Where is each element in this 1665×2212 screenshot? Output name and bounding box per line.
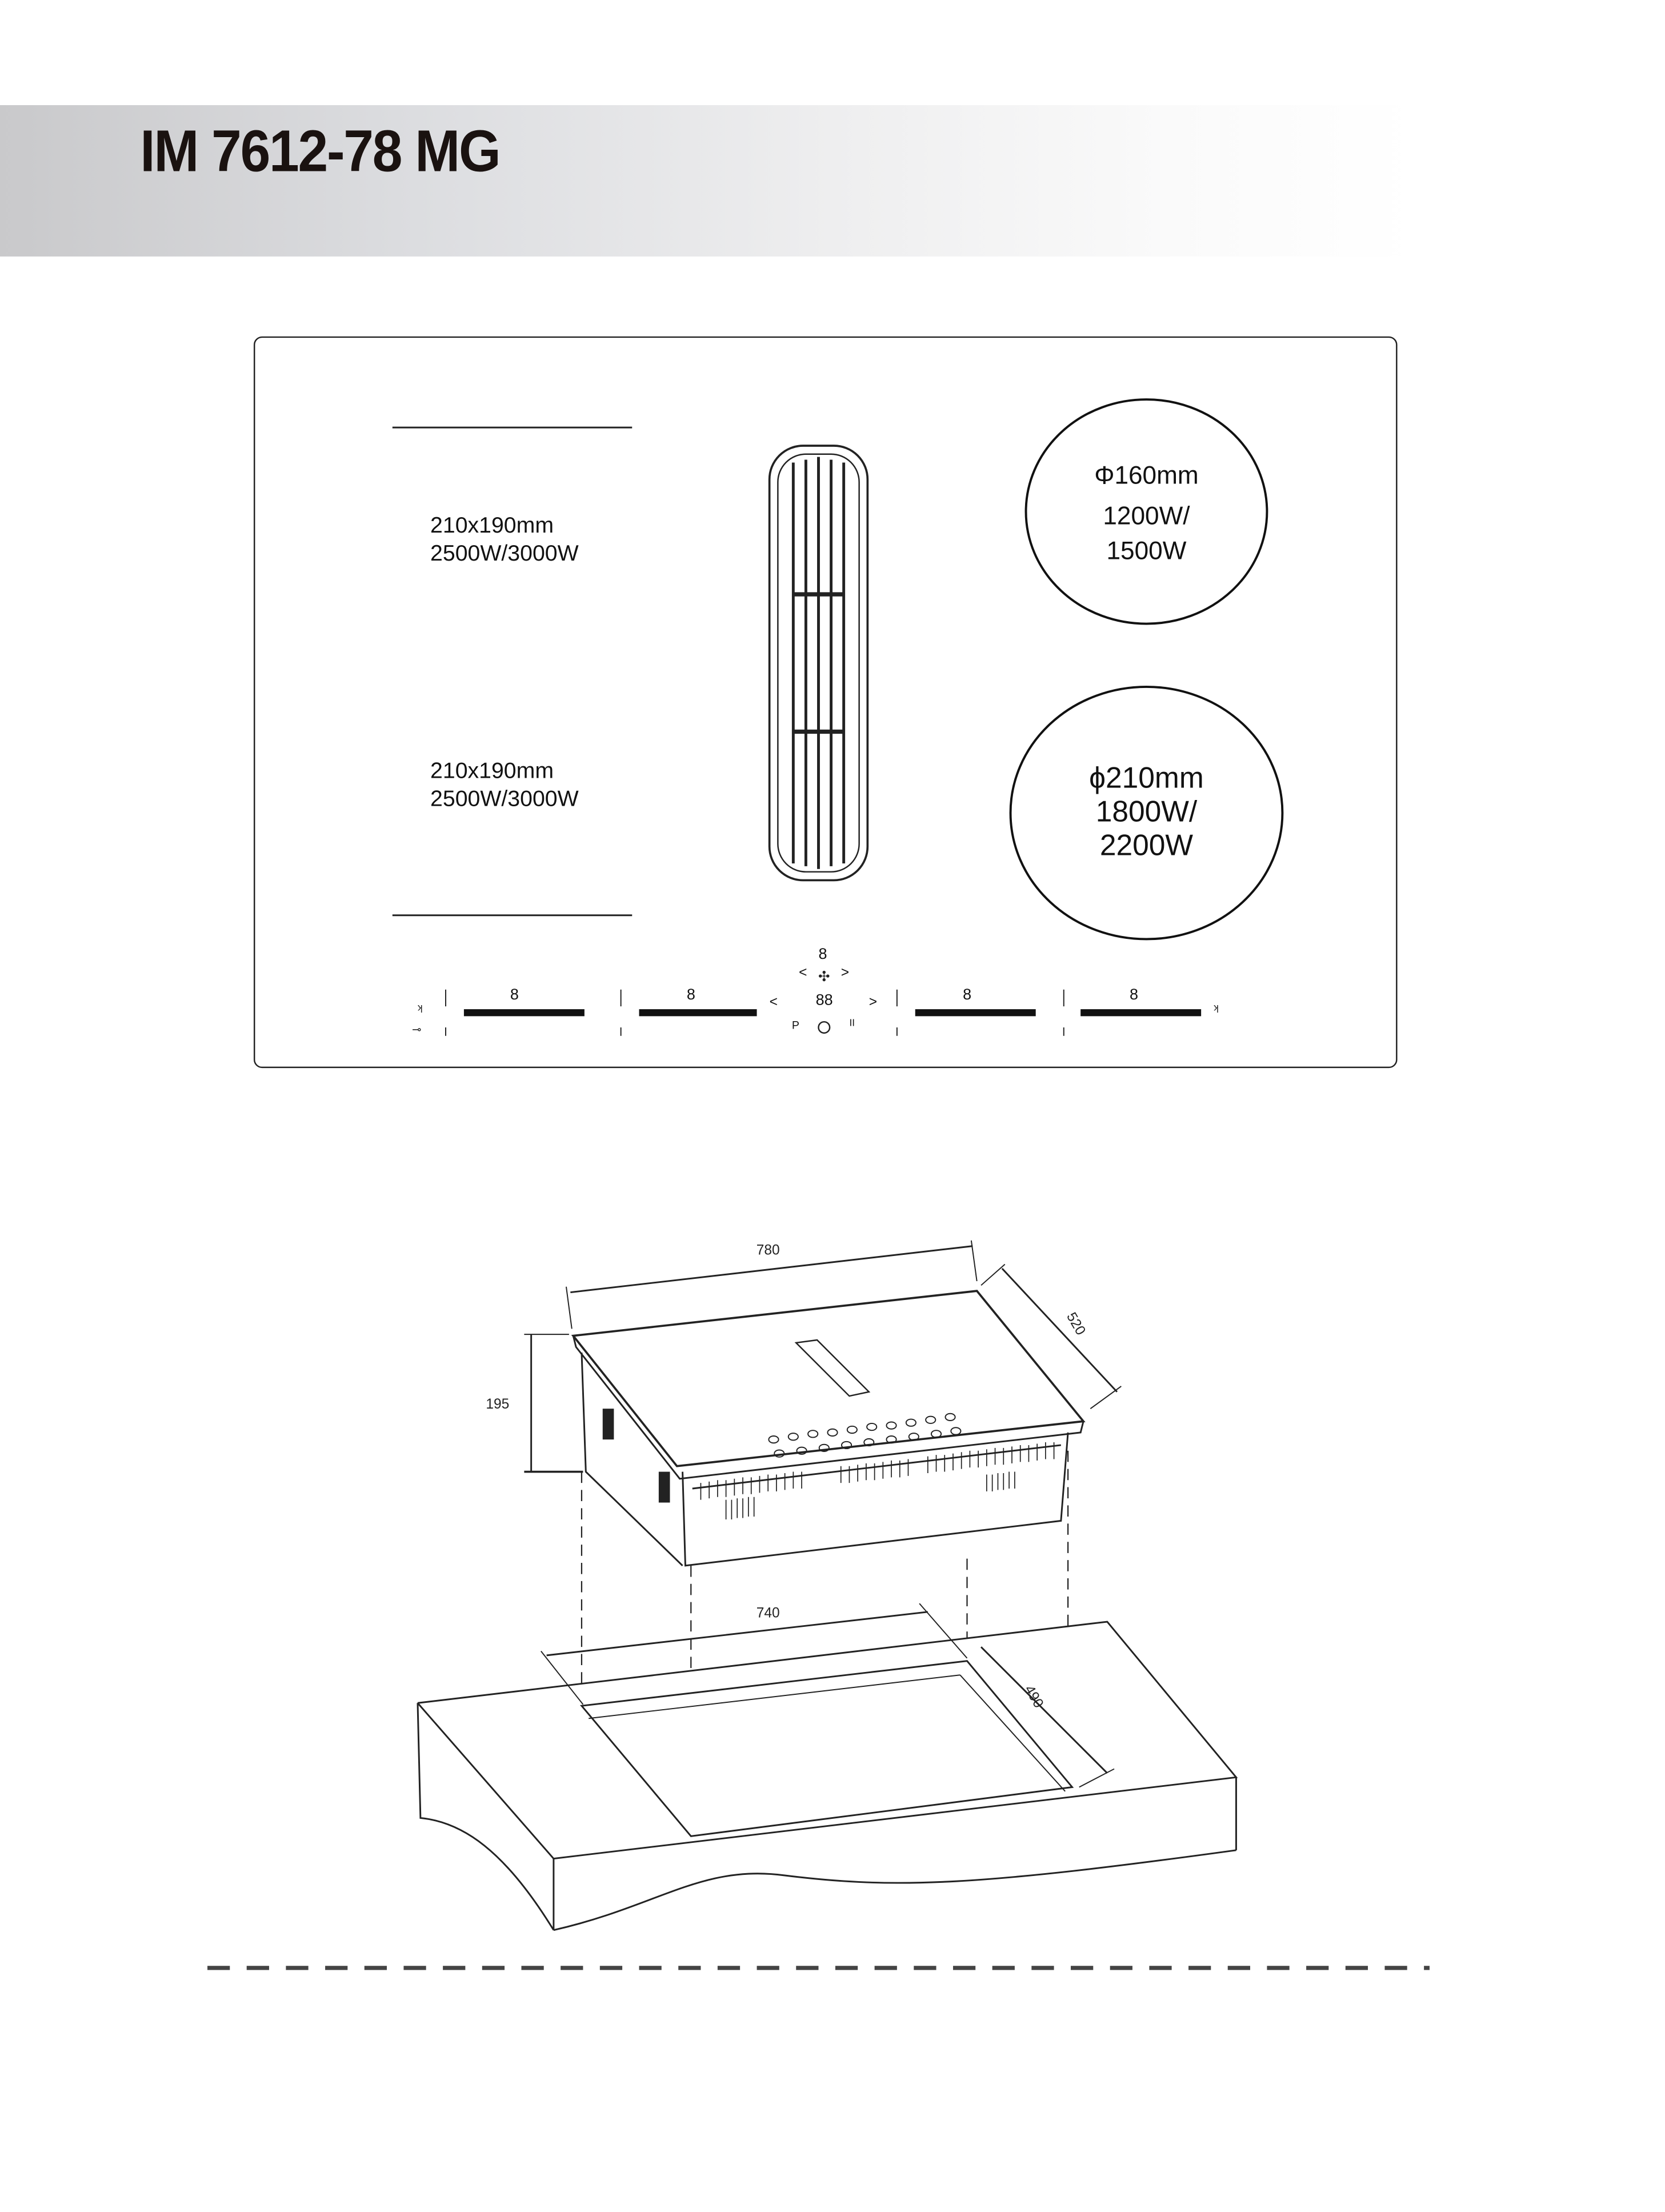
installation-drawing	[417, 1240, 1238, 1931]
zone-size: 210x190mm	[430, 514, 554, 538]
zone-power: 2500W/3000W	[430, 542, 579, 566]
timer-decrease-button[interactable]: <	[769, 995, 778, 1011]
downdraft-vent-icon	[768, 445, 869, 882]
fan-icon[interactable]: ✣	[818, 969, 830, 985]
dimension-depth: 520	[1063, 1310, 1088, 1338]
zone-large-circle	[1009, 685, 1284, 941]
flex-bridge-icon-right[interactable]: ʞ	[1214, 1002, 1219, 1013]
zone-display-4: 8	[1130, 986, 1139, 1004]
dimension-cutout-width: 740	[757, 1606, 780, 1621]
timer-increase-button[interactable]: >	[868, 995, 878, 1011]
header-band	[0, 105, 1665, 257]
boost-button[interactable]: P	[791, 1019, 799, 1032]
zone-power: 1200W/	[1103, 502, 1190, 530]
flex-bridge-icon-left[interactable]: ʞ	[418, 1002, 423, 1013]
zone-small-label: Φ160mm 1200W/ 1500W	[1034, 458, 1258, 569]
zone-display-2: 8	[686, 986, 695, 1004]
zone-size: Φ160mm	[1094, 461, 1199, 490]
zone-flex-bottom-label: 210x190mm 2500W/3000W	[430, 758, 579, 814]
zone-size: 210x190mm	[430, 759, 554, 784]
hood-decrease-button[interactable]: <	[799, 966, 807, 982]
power-slider-1[interactable]	[463, 1009, 585, 1017]
zone-size: ϕ210mm	[1089, 762, 1204, 795]
power-slider-2[interactable]	[639, 1009, 757, 1017]
lock-icon[interactable]: ⊸	[412, 1023, 421, 1036]
model-title: IM 7612-78 MG	[140, 118, 501, 184]
zone-large-label: ϕ210mm 1800W/ 2200W	[1020, 762, 1273, 863]
dimension-width: 780	[757, 1242, 780, 1258]
power-slider-4[interactable]	[1080, 1009, 1202, 1017]
hob-top-view	[253, 336, 1398, 1069]
control-panel: ✣ ʞ ʞ ⊸	[412, 969, 1219, 1036]
dimension-height: 195	[486, 1397, 509, 1412]
hood-display: 8	[818, 946, 827, 963]
zone-power: 2500W/3000W	[430, 787, 579, 812]
zone-small-circle	[1024, 398, 1268, 625]
timer-display: 88	[815, 992, 833, 1010]
heat-level-icons	[445, 989, 1064, 1036]
zone-display-3: 8	[963, 986, 972, 1004]
power-slider-3[interactable]	[915, 1009, 1036, 1017]
zone-display-1: 8	[510, 986, 519, 1004]
zone-flex-top-label: 210x190mm 2500W/3000W	[430, 513, 579, 569]
zone-power: 1800W/	[1095, 796, 1198, 829]
hood-increase-button[interactable]: >	[840, 966, 850, 982]
power-icon[interactable]	[818, 1021, 831, 1034]
pause-button[interactable]: II	[849, 1019, 855, 1029]
zone-power: 2200W	[1099, 830, 1194, 862]
zone-power: 1500W	[1106, 537, 1187, 565]
